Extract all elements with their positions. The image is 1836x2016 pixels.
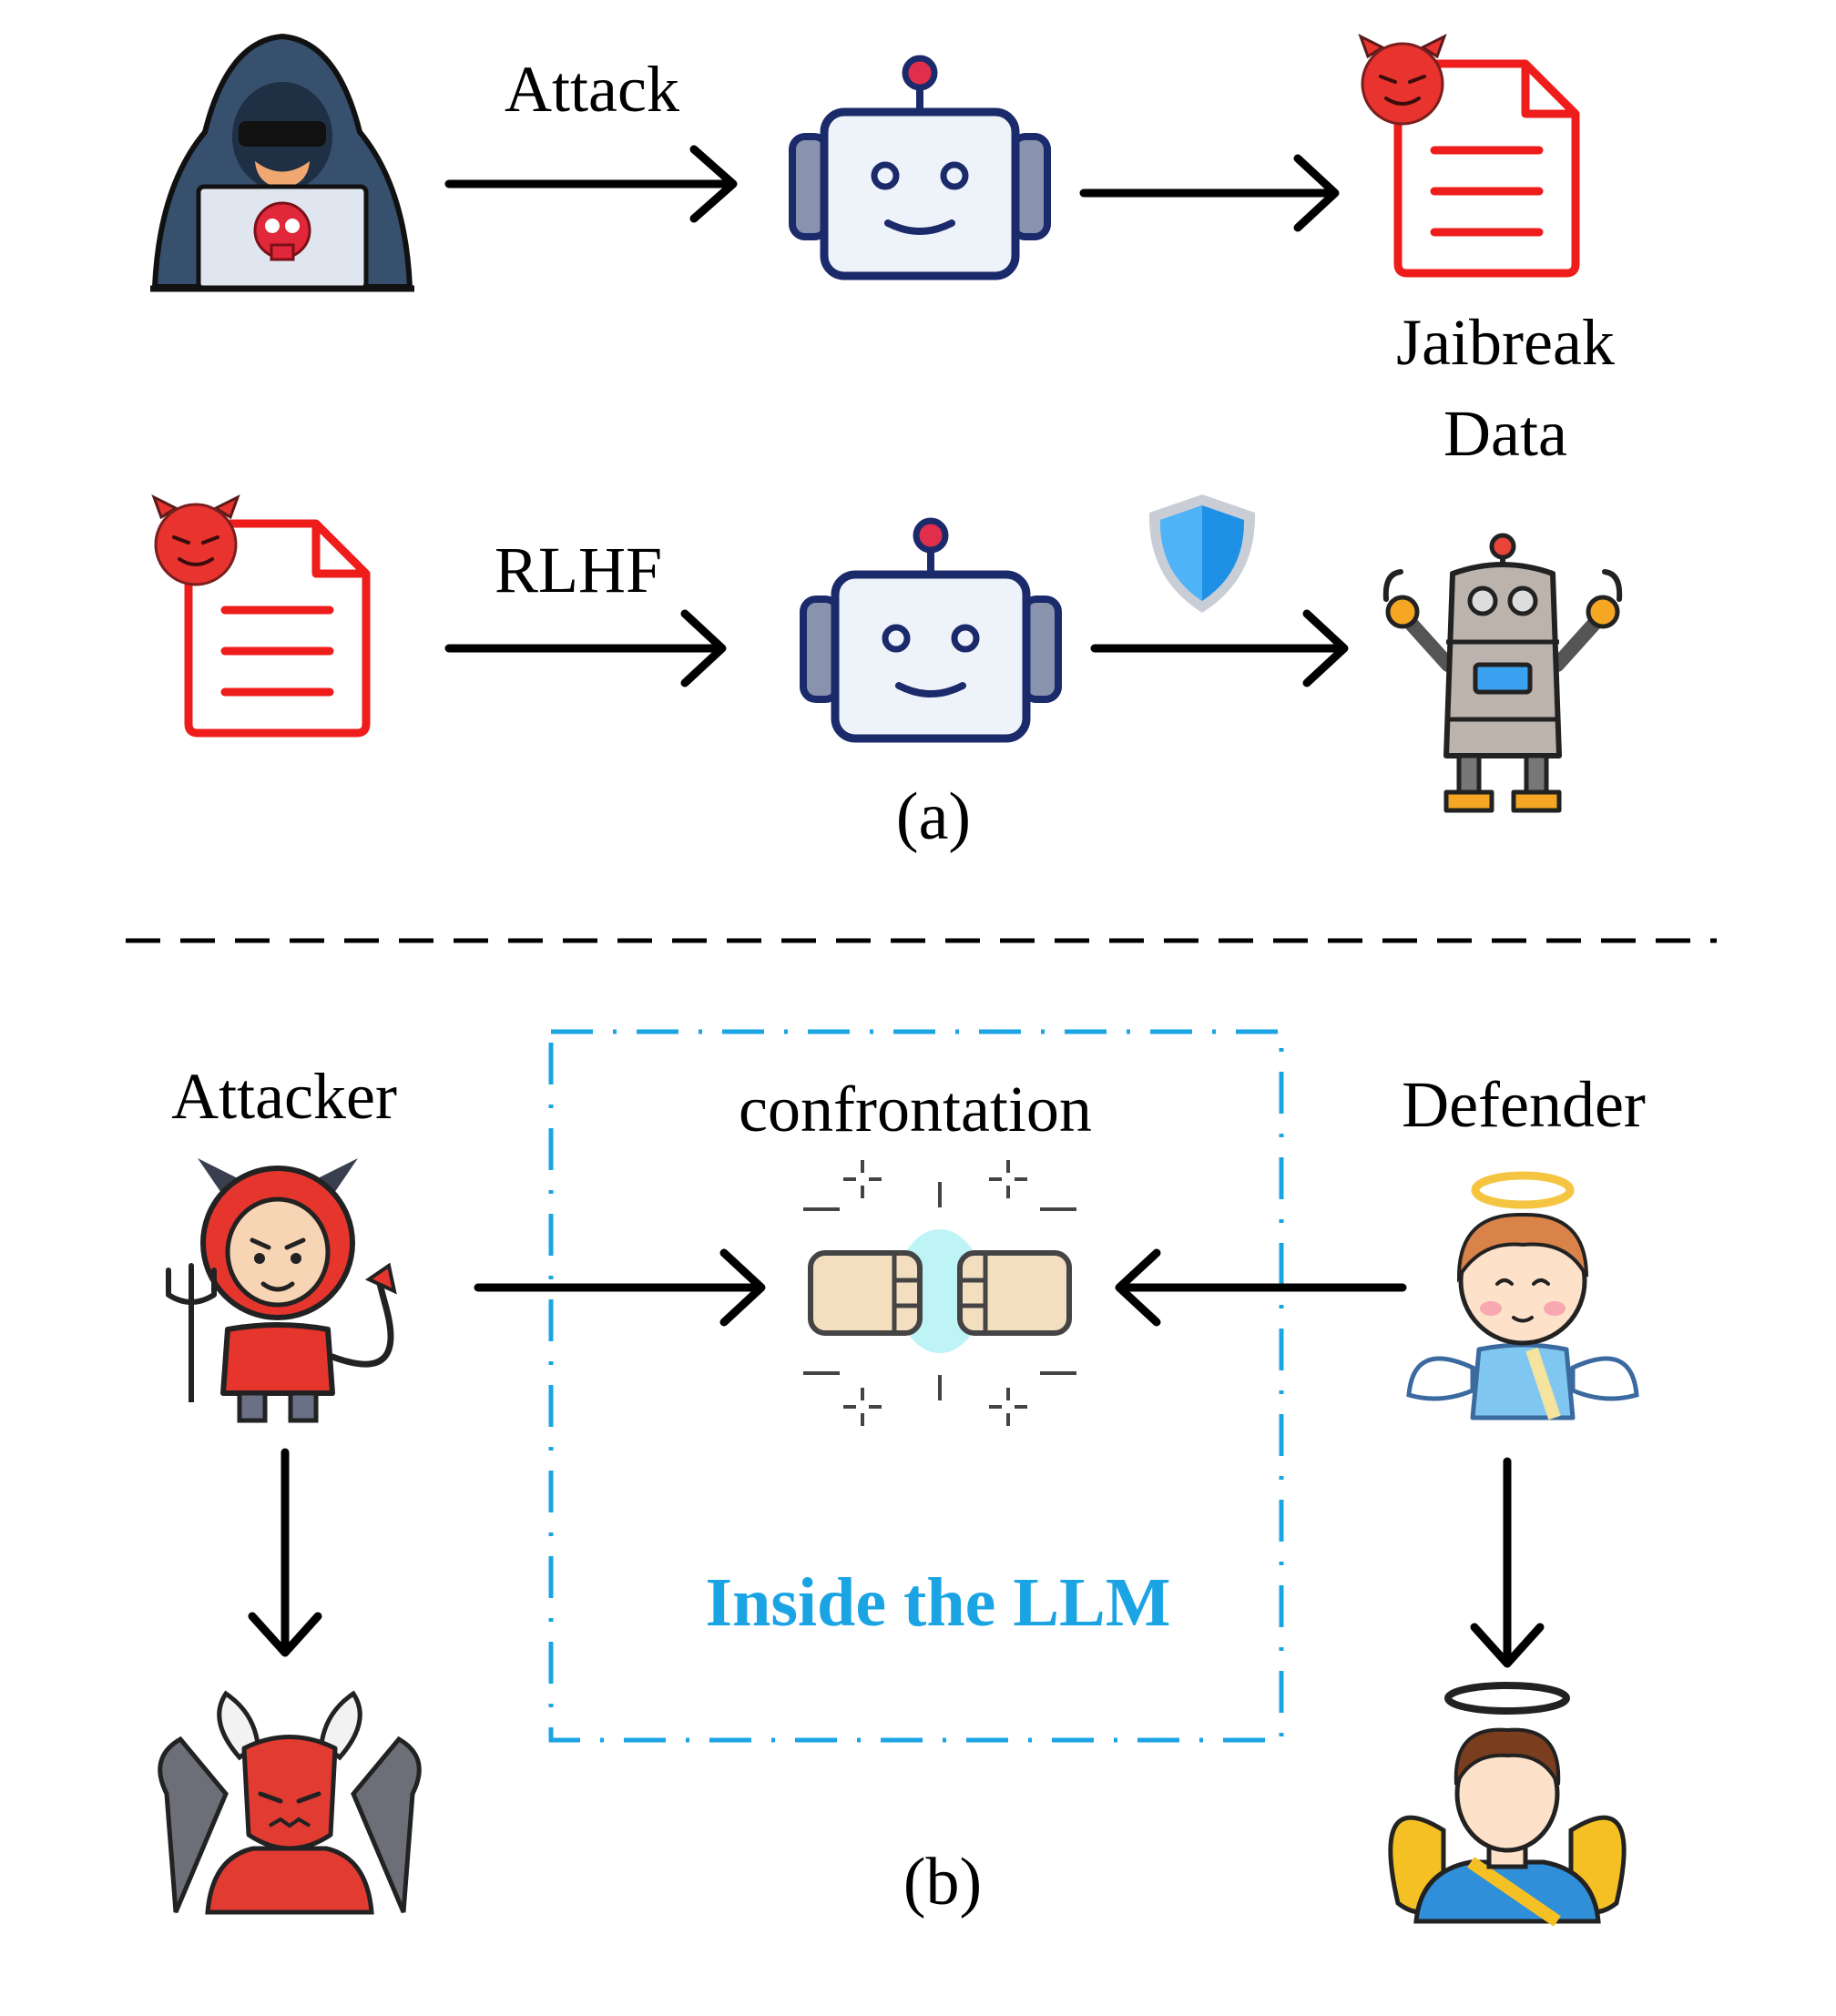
demon-icon: [158, 1690, 422, 1915]
attack-arrow: [444, 145, 738, 223]
rlhf-arrow: [444, 609, 727, 687]
inside-llm-label: Inside the LLM: [705, 1564, 1171, 1641]
rlhf-label: RLHF: [494, 534, 663, 606]
attack-label: Attack: [505, 53, 679, 126]
hacker-icon: [150, 33, 414, 292]
shield-icon: [1148, 494, 1256, 613]
devil-face-icon: [1359, 35, 1446, 126]
devil-face-icon: [152, 495, 240, 586]
angel-child-icon: [1406, 1171, 1639, 1420]
defense-arrow: [1090, 609, 1349, 687]
robot-icon: [1382, 533, 1623, 813]
jailbreak-data-label-line1: Jaibreak: [1396, 306, 1615, 379]
jailbreak-data-label-line2: Data: [1443, 397, 1567, 470]
chatbot-icon: [792, 58, 1047, 276]
llm-boundary-box: [548, 1029, 1284, 1743]
caption-b: (b): [903, 1845, 983, 1919]
defender-down-arrow: [1470, 1457, 1545, 1668]
attacker-arrow: [474, 1248, 766, 1327]
fist-bump-icon: [803, 1160, 1076, 1426]
caption-a: (a): [895, 779, 972, 854]
output-arrow: [1079, 154, 1340, 232]
attacker-label: Attacker: [171, 1060, 397, 1133]
defender-arrow: [1115, 1248, 1407, 1327]
defender-label: Defender: [1402, 1068, 1646, 1141]
attacker-down-arrow: [248, 1448, 322, 1657]
chatbot-icon: [803, 521, 1058, 738]
devil-child-icon: [166, 1158, 397, 1423]
confrontation-label: confrontation: [739, 1073, 1092, 1145]
angel-icon: [1388, 1682, 1627, 1927]
